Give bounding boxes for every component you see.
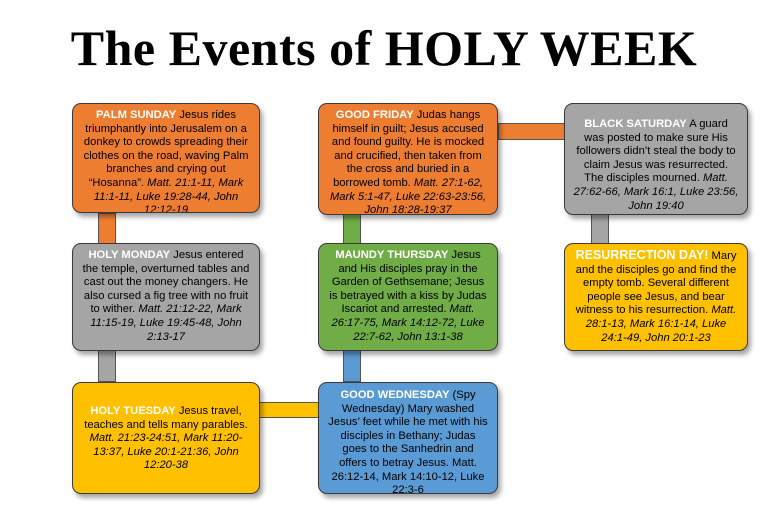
event-box-resurrection-day: RESURRECTION DAY! Mary and the disciples… [564,243,748,351]
connector-monday-tuesday [98,350,116,382]
event-box-palm-sunday: PALM SUNDAY Jesus rides triumphantly int… [72,103,260,213]
event-box-good-wednesday: GOOD WEDNESDAY (Spy Wednesday) Mary wash… [318,382,498,494]
event-scripture-refs: Matt. 26:17-75, Mark 14:12-72, Luke 22:7… [331,303,485,343]
event-scripture-refs: Matt. 27:1-62, Mark 5:1-47, Luke 22:63-2… [329,176,487,215]
event-box-holy-monday: HOLY MONDAY Jesus entered the temple, ov… [72,243,260,351]
event-heading: HOLY TUESDAY [90,405,176,417]
connector-wednesday-thursday [343,350,361,382]
connector-thursday-friday [343,213,361,245]
event-heading: PALM SUNDAY [96,109,177,121]
event-description: Mary and the disciples go and find the e… [575,250,737,317]
event-heading: GOOD WEDNESDAY [340,389,450,401]
event-description: Jesus and His disciples pray in the Gard… [329,249,487,316]
event-description: Jesus travel, teaches and tells many par… [84,405,248,431]
connector-sunday-monday [98,213,116,245]
event-scripture-refs: Matt. 21:12-22, Mark 11:15-19, Luke 19:4… [90,303,242,343]
event-heading: HOLY MONDAY [88,249,171,261]
event-description: Jesus entered the temple, overturned tab… [82,249,250,316]
event-description: A guard was posted to make sure His foll… [576,118,736,185]
connector-friday-saturday [498,123,566,140]
page-title: The Events of HOLY WEEK [70,20,698,76]
connector-tuesday-wednesday [258,402,322,418]
event-description: Jesus rides triumphantly into Jerusalem … [83,109,249,189]
event-description: (Spy Wednesday) Mary washed Jesus’ feet … [328,389,488,469]
event-heading: RESURRECTION DAY! [575,248,709,262]
event-heading: MAUNDY THURSDAY [335,249,449,261]
event-scripture-refs: Matt. 26:12-14, Mark 14:10-12, Luke 22:3… [331,456,485,494]
event-box-good-friday: GOOD FRIDAY Judas hangs himself in guilt… [318,103,498,215]
event-description: Judas hangs himself in guilt; Jesus accu… [331,109,485,189]
event-scripture-refs: Matt. 21:1-11, Mark 11:1-11, Luke 19:28-… [93,176,244,213]
event-scripture-refs: Matt. 28:1-13, Mark 16:1-14, Luke 24:1-4… [585,304,737,344]
event-box-black-saturday: BLACK SATURDAY A guard was posted to mak… [564,103,748,215]
event-scripture-refs: Matt. 21:23-24:51, Mark 11:20-13:37, Luk… [89,432,243,472]
event-box-holy-tuesday: HOLY TUESDAY Jesus travel, teaches and t… [72,382,260,494]
event-box-maundy-thursday: MAUNDY THURSDAY Jesus and His disciples … [318,243,498,351]
event-scripture-refs: Matt. 27:62-66, Mark 16:1, Luke 23:56, J… [573,172,739,212]
connector-saturday-resurrection [591,214,609,244]
event-heading: GOOD FRIDAY [335,109,414,121]
event-heading: BLACK SATURDAY [584,118,687,130]
